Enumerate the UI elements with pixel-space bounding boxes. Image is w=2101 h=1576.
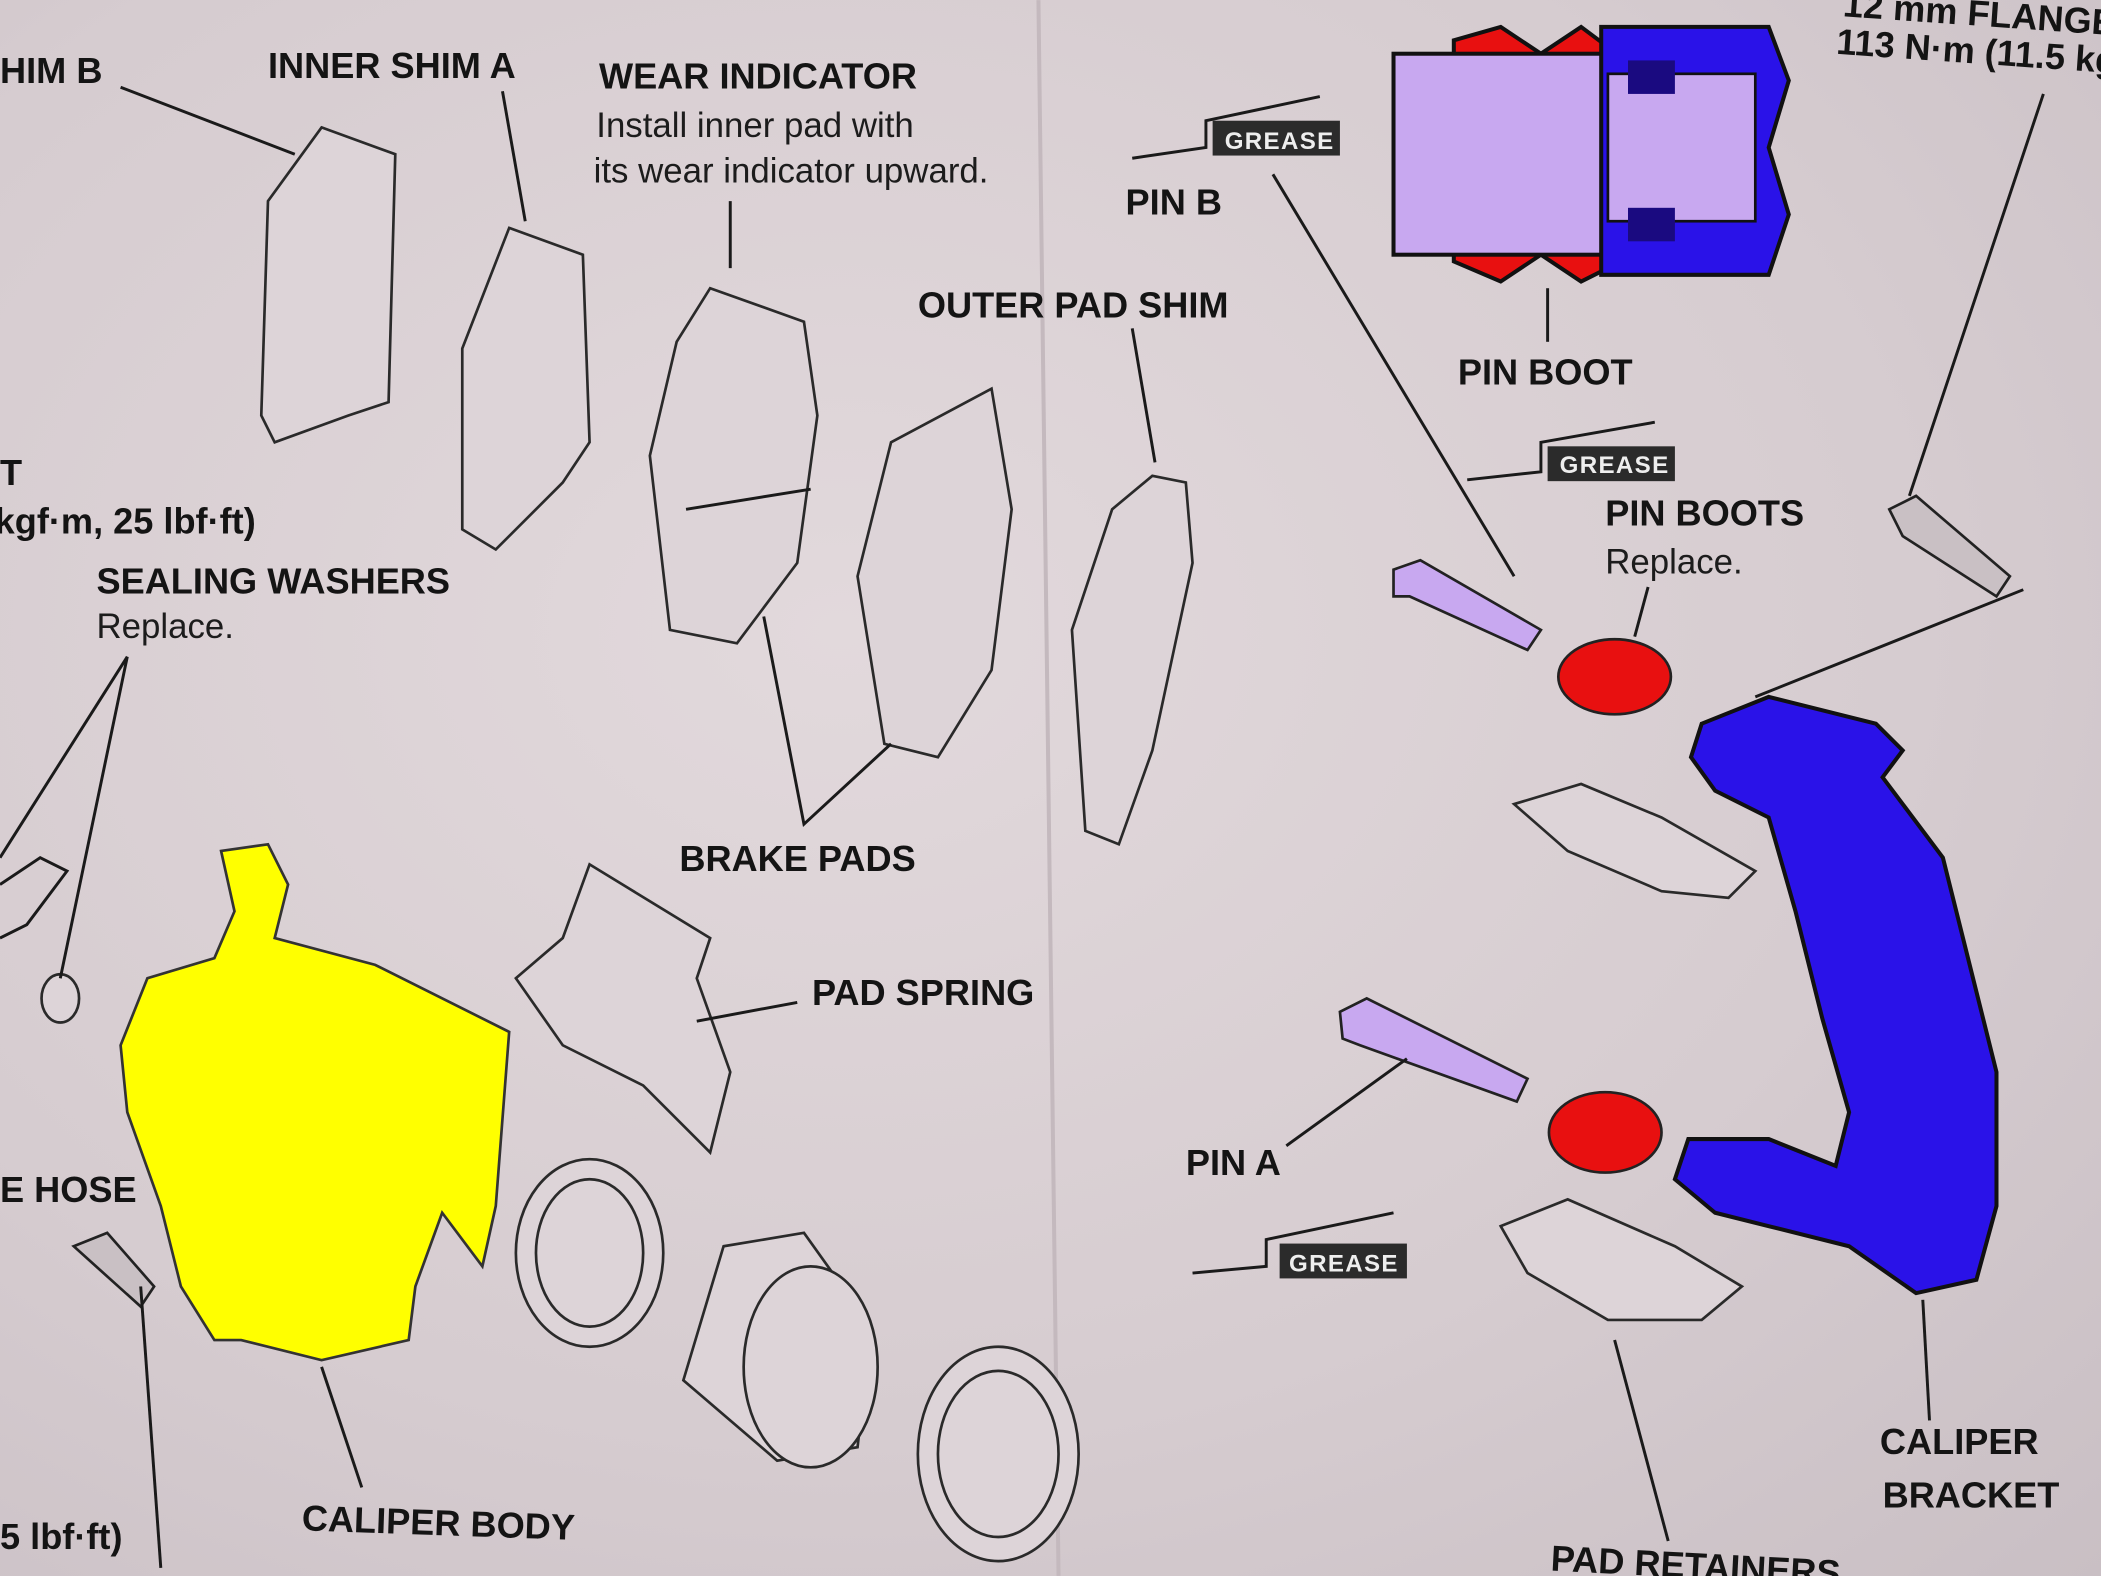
- pad-retainer-upper: [1511, 782, 1758, 900]
- leader-lines: [0, 85, 2045, 1568]
- svg-text:GREASE: GREASE: [1225, 128, 1335, 155]
- label-shim-b: HIM B: [0, 50, 102, 91]
- label-bolt-torque: kgf·m, 25 lbf·ft): [0, 500, 256, 541]
- label-inner-shim-a: INNER SHIM A: [268, 45, 516, 86]
- pin-boots-note: Replace.: [1605, 543, 1742, 582]
- label-pin-b: PIN B: [1126, 182, 1222, 223]
- pad-groove: [685, 487, 811, 511]
- pin-boot-lower: [1547, 1090, 1663, 1174]
- sealing-washer: [40, 972, 81, 1024]
- svg-text:GREASE: GREASE: [1289, 1251, 1399, 1278]
- label-sealing-washers: SEALING WASHERS: [96, 561, 450, 602]
- wear-indicator-note-2: its wear indicator upward.: [594, 151, 989, 190]
- grease-tag-pin-b: GREASE: [1132, 95, 1340, 160]
- label-pad-retainers: PAD RETAINERS: [1550, 1538, 1842, 1576]
- brake-hose: [0, 855, 70, 940]
- label-wear-indicator: WEAR INDICATOR: [599, 56, 917, 97]
- grease-tag-pin-a: GREASE: [1192, 1211, 1407, 1279]
- outer-brake-pad: [856, 386, 1013, 759]
- piston-face: [742, 1265, 879, 1469]
- pad-retainer-lower: [1498, 1197, 1745, 1322]
- caliper-bolt: [71, 1231, 156, 1309]
- caliper-bracket: [1672, 694, 1999, 1296]
- flange-bolt: [1887, 494, 2012, 599]
- caliper-body: [119, 842, 511, 1362]
- pin-boot-upper: [1556, 637, 1673, 716]
- label-caliper: CALIPER: [1880, 1421, 2039, 1462]
- pad-spring: [514, 862, 732, 1156]
- piston-seal-inner: [936, 1369, 1060, 1539]
- label-bottom-torque: 5 lbf·ft): [0, 1516, 122, 1557]
- label-bracket: BRACKET: [1883, 1475, 2060, 1516]
- label-pad-spring: PAD SPRING: [812, 972, 1034, 1013]
- pin-a: [1338, 996, 1530, 1104]
- shim-b: [259, 125, 397, 444]
- label-pin-boot: PIN BOOT: [1458, 352, 1633, 393]
- label-caliper-body: CALIPER BODY: [301, 1497, 575, 1548]
- wear-indicator-note-1: Install inner pad with: [596, 106, 914, 145]
- pin-b: [1392, 558, 1543, 652]
- inner-shim-a: [460, 226, 591, 552]
- pin-boot-cutaway: [1391, 24, 1791, 284]
- grease-tag-pin-boots: GREASE: [1467, 420, 1675, 482]
- label-pin-a: PIN A: [1186, 1142, 1281, 1183]
- dust-seal-inner: [534, 1177, 645, 1328]
- page-fold: [1036, 0, 1061, 1576]
- label-bolt: T: [0, 452, 22, 493]
- outer-pad-shim: [1070, 474, 1194, 847]
- label-pin-boots: PIN BOOTS: [1605, 492, 1804, 533]
- label-brake-hose: E HOSE: [0, 1169, 137, 1210]
- sealing-washers-note: Replace.: [96, 607, 233, 646]
- label-brake-pads: BRAKE PADS: [679, 838, 915, 879]
- inner-brake-pad: [648, 286, 819, 645]
- svg-text:GREASE: GREASE: [1560, 452, 1670, 479]
- label-outer-pad-shim: OUTER PAD SHIM: [918, 285, 1229, 326]
